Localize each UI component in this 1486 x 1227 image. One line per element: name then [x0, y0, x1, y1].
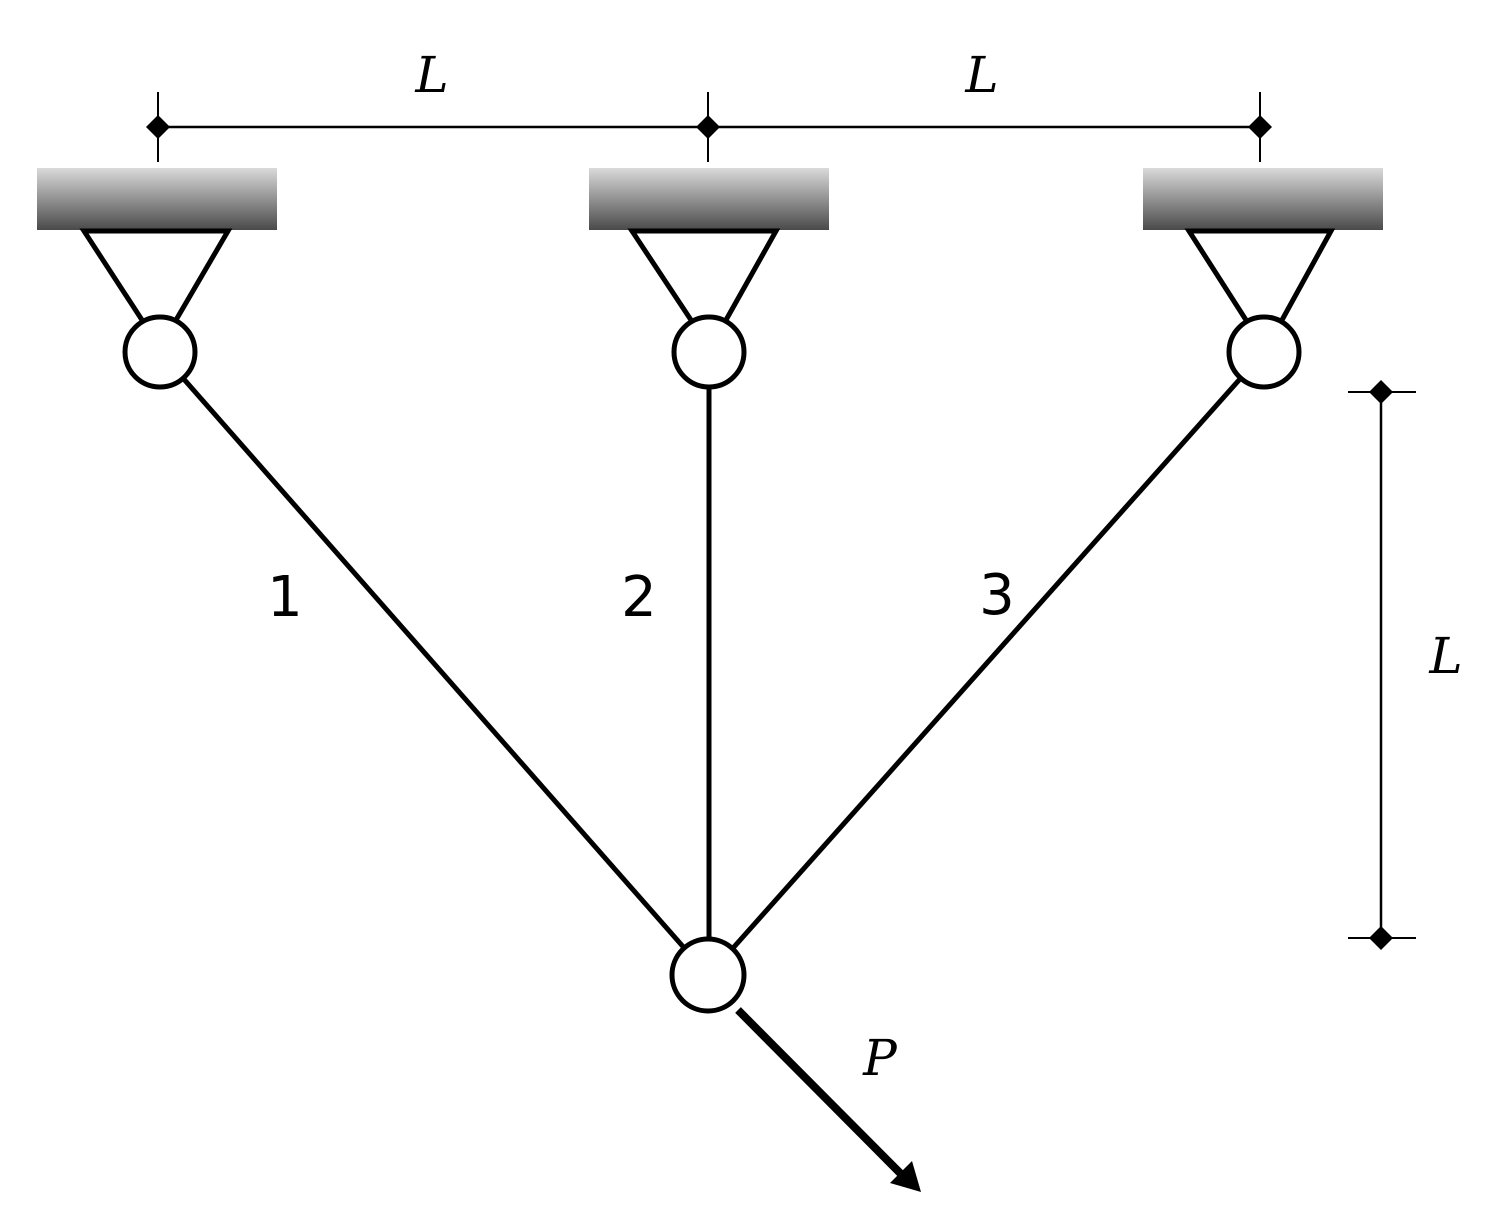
ceiling-supports	[37, 168, 1383, 230]
member-2-label: 2	[621, 565, 657, 630]
load-label: P	[862, 1029, 898, 1087]
member-3	[707, 350, 1266, 977]
hanger-left	[79, 228, 233, 322]
ceiling-block-right	[1143, 168, 1383, 230]
member-3-label: 3	[979, 563, 1015, 628]
truss-members	[158, 350, 1266, 977]
vertical-dimension: L	[1348, 380, 1463, 950]
top-dimension-diamond-middle	[696, 115, 720, 139]
member-1	[158, 350, 710, 977]
hanger-right	[1184, 228, 1336, 322]
vertical-dimension-diamond-top	[1369, 380, 1393, 404]
pin-right	[1226, 314, 1302, 390]
ceiling-block-left	[37, 168, 277, 230]
top-dimension-diamond-right	[1248, 115, 1272, 139]
pin-left	[122, 314, 198, 390]
top-dimension: L L	[146, 46, 1272, 162]
load-arrow-shaft	[735, 1007, 908, 1181]
support-hangers	[79, 228, 1336, 322]
ceiling-block-middle	[589, 168, 829, 230]
pin-middle	[671, 314, 747, 390]
top-span-left-label: L	[414, 46, 448, 104]
top-span-right-label: L	[964, 46, 998, 104]
pins	[122, 314, 1302, 1014]
load-arrow-head	[890, 1161, 921, 1192]
pin-joint	[669, 936, 747, 1014]
top-dimension-diamond-left	[146, 115, 170, 139]
vertical-span-label: L	[1428, 627, 1462, 685]
member-1-label: 1	[267, 565, 303, 630]
hanger-middle	[627, 228, 781, 322]
vertical-dimension-diamond-bottom	[1369, 926, 1393, 950]
load-arrow: P	[735, 1007, 921, 1192]
member-labels: 1 2 3	[267, 563, 1015, 630]
